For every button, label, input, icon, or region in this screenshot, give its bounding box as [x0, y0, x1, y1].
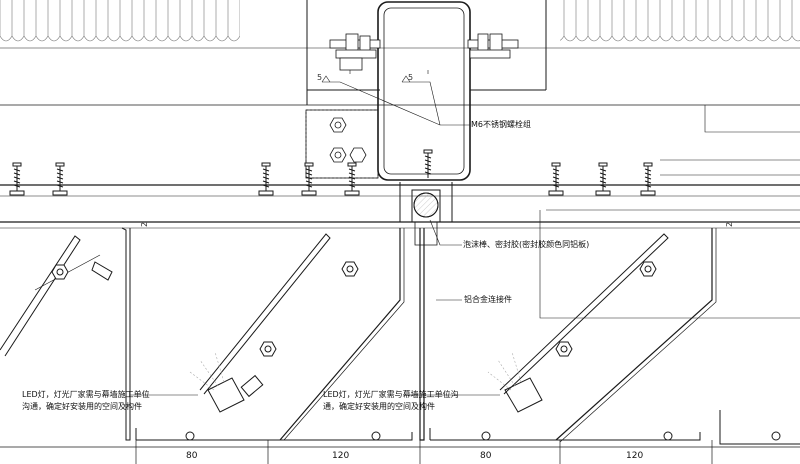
center-connector [399, 182, 453, 246]
bracket-plate [305, 109, 379, 179]
led-note-right-line1: LED灯，灯光厂家需与幕墙施工单位沟 [323, 390, 459, 399]
gap-mark-left: 2 [140, 221, 150, 228]
foam-sealant-label: 泡沫棒、密封胶(密封胶颜色同铝板) [463, 240, 590, 249]
aluminum-connector-label: 铝合金连接件 [464, 295, 512, 304]
weld-mark-right: 5 [408, 73, 414, 82]
led-note-left-line2: 沟通，确定好安装用的空间及构件 [22, 402, 142, 411]
gap-mark-right: 2 [725, 221, 735, 228]
steel-tube [377, 1, 471, 181]
dimension-120-right: 120 [626, 451, 644, 461]
panel-module-left [0, 227, 131, 441]
led-note-left-line1: LED灯，灯光厂家需与幕墙施工单位 [22, 390, 150, 399]
leader-lines [130, 81, 800, 396]
led-note-right-line2: 通，确定好安装用的空间及构件 [323, 402, 435, 411]
bolt-left [329, 33, 381, 71]
dimension-120-left: 120 [332, 451, 350, 461]
weld-mark-left: 5 [317, 73, 323, 82]
weld-mark-symbols [321, 70, 429, 83]
dimension-80-left: 80 [186, 451, 198, 461]
bolt-group-label: M6不锈钢螺栓组 [471, 120, 531, 129]
insulation-band-right [560, 0, 800, 45]
dimension-lines [0, 440, 800, 464]
dimension-80-right: 80 [480, 451, 492, 461]
screws [9, 149, 656, 196]
panel-module-right [429, 228, 800, 445]
insulation-band-left [0, 0, 240, 45]
bolt-right [467, 33, 519, 59]
led-light-rays [189, 351, 522, 391]
